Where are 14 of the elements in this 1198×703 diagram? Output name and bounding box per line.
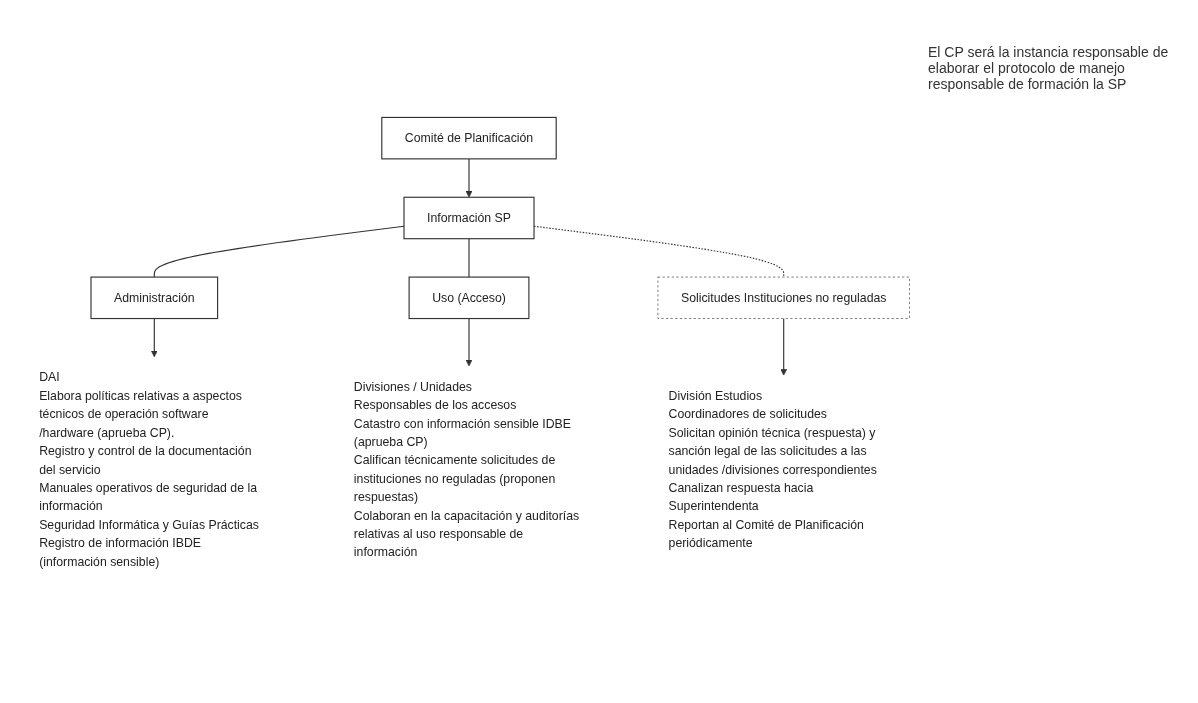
node-text: DAI Elabora políticas relativas a aspectos técnicos de operación software /hardware (aprueba CP). Registro y control de la documentación del servicio Manuales operativos de seguridad de la información Seguridad Informática y Guías Prácticas Registro de información IBDE (información sensible) bbox=[39, 370, 259, 568]
arrow bbox=[150, 317, 158, 358]
node-box: Solicitudes Instituciones no reguladas bbox=[657, 276, 910, 319]
node-text: División Estudios Coordinadores de solicitudes Solicitan opinión técnica (respuesta) y sanción legal de las solicitudes a las unidades /divisiones correspondientes Canalizan respuesta hacia Superintendenta Reportan al Comité de Planificación periódicamente bbox=[668, 389, 877, 550]
connector bbox=[468, 238, 470, 278]
arrow bbox=[465, 158, 473, 198]
node-box: Administración bbox=[90, 276, 219, 320]
node-text: Divisiones / Unidades Responsables de los accesos Catastro con información sensible IDBE (aprueba CP) Califican técnicamente solicitudes de instituciones no reguladas (proponen respuestas) Colaboran en la capacitación y auditorías relativas al uso responsable de información bbox=[353, 379, 580, 559]
arrow bbox=[465, 317, 473, 367]
node-box: Información SP bbox=[403, 196, 535, 240]
node-box: Uso (Acceso) bbox=[408, 276, 530, 320]
note-text: El CP será la instancia responsable de elaborar el protocolo de manejo responsable de formación la SP bbox=[928, 44, 1170, 92]
node-box: Comité de Planificación bbox=[381, 116, 557, 160]
arrow bbox=[780, 317, 788, 376]
